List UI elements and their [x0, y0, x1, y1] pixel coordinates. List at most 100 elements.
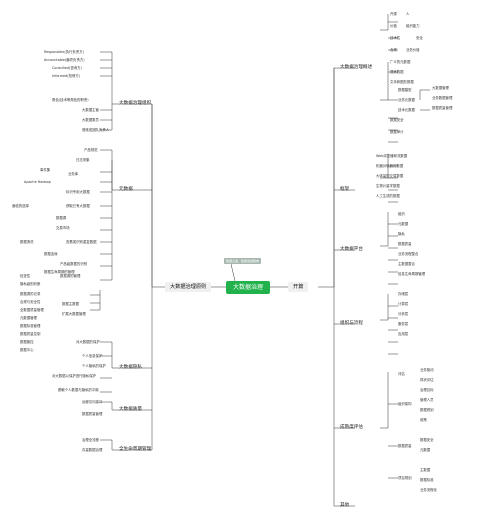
right-item[interactable]: 组织能力 [406, 24, 420, 28]
section-assets[interactable]: 组织与流程 [340, 321, 363, 326]
left-item[interactable]: 数据源的记录 [20, 292, 41, 296]
left-item[interactable]: 远程访问接口 [82, 400, 103, 404]
left-item[interactable]: 全数据质量管理 [20, 308, 44, 312]
section-lifecycle[interactable]: 全生命周期管理 [119, 447, 152, 452]
left-item[interactable]: 数据中心 [20, 348, 34, 352]
left-item[interactable]: 数据标准管理 [20, 324, 41, 328]
right-item[interactable]: 管理人员 [420, 398, 434, 402]
left-item[interactable]: 获取已有大数据 [66, 204, 90, 208]
branch-overview[interactable]: 开篇 [288, 282, 309, 292]
right-item[interactable]: 大体量的交易数据 [376, 174, 404, 178]
left-item[interactable]: 对大数据以保护进行隐私保护 [52, 374, 97, 378]
left-item[interactable]: 大数据主管 [82, 108, 99, 112]
section-review[interactable]: 成熟度评估 [340, 425, 363, 430]
right-item[interactable]: 隐私 [398, 232, 405, 236]
left-item[interactable]: 数据主数据 [62, 302, 79, 306]
right-item[interactable]: 数据审计 [390, 130, 404, 134]
right-item[interactable]: 技术性 [390, 36, 401, 40]
right-item[interactable]: 技术元数据 [398, 108, 415, 112]
right-item[interactable]: 开源 [390, 12, 397, 16]
right-item[interactable]: 合规 [390, 48, 397, 52]
right-item[interactable]: 大数据管理 [432, 86, 449, 90]
right-item[interactable]: 组织 [398, 212, 405, 216]
right-item[interactable]: 业务元数据 [398, 98, 415, 102]
left-item[interactable]: 角色(技术等角色的职责) [52, 98, 89, 102]
right-item[interactable]: 人工生成的数据 [376, 194, 400, 198]
left-item[interactable]: 治理全流程 [82, 438, 99, 442]
section-platform[interactable]: 大数据平台 [340, 247, 363, 252]
section-concepts[interactable]: 大数据治理概述 [340, 65, 373, 70]
left-item[interactable]: 个人信息保护 [82, 354, 103, 358]
right-item[interactable]: 主数据整合 [398, 262, 415, 266]
left-item[interactable]: 首席或团队负责人 [82, 128, 110, 132]
right-item[interactable]: 数据安全 [420, 438, 434, 442]
right-item[interactable]: 项目规划 [398, 476, 412, 480]
right-item[interactable]: 计算层 [398, 302, 409, 306]
branch-strategy[interactable]: 大数据治理原则 [165, 282, 212, 292]
right-item[interactable]: 主数据 [420, 468, 431, 472]
right-item[interactable]: 元数据 [398, 222, 409, 226]
right-item[interactable]: 服务层 [398, 322, 409, 326]
left-item[interactable]: 查看或识别重复数据 [66, 240, 97, 244]
right-item[interactable]: 数据质量管理 [432, 106, 453, 110]
central-topic[interactable]: 大数据治理 [226, 281, 270, 294]
section-sources[interactable]: 元数据 [119, 187, 133, 192]
left-item[interactable]: 数据源的管理 [60, 274, 81, 278]
left-item[interactable]: Apache Hadoop [24, 180, 51, 184]
right-item[interactable]: 信息生命周期管理 [398, 272, 426, 276]
left-item[interactable]: 数据源 [56, 216, 67, 220]
right-item[interactable]: 人 [406, 12, 410, 16]
right-item[interactable]: 分析层 [398, 312, 409, 316]
left-item[interactable]: 业务库 [68, 172, 79, 176]
right-item[interactable]: 元数据 [420, 448, 431, 452]
left-item[interactable]: 标识专用大数据 [66, 190, 90, 194]
right-item[interactable]: 业务数据管理 [432, 96, 453, 100]
right-item[interactable]: 提炼数据 [390, 70, 404, 74]
right-item[interactable]: 机器对机器的数据 [376, 164, 404, 168]
right-item[interactable]: 数据质量 [398, 444, 412, 448]
left-item[interactable]: Informed(知情方) [52, 74, 81, 78]
right-item[interactable]: Web浏览器和流数据 [376, 154, 408, 158]
left-item[interactable]: 存量数据治理 [82, 448, 103, 452]
left-item[interactable]: 数据生命周期的管理 [44, 270, 75, 274]
left-item[interactable]: 合规与安全性 [20, 300, 41, 304]
right-item[interactable]: 组织架构 [398, 402, 412, 406]
left-item[interactable]: 脱敏个人数据与隐私的平衡 [58, 388, 99, 392]
left-item[interactable]: 事件集 [40, 168, 51, 172]
left-item[interactable]: Consulted(咨询方) [52, 66, 82, 70]
section-privacy[interactable]: 大数据隐私 [119, 365, 142, 370]
right-item[interactable]: 价值 [390, 24, 397, 28]
right-item[interactable]: 文本和图形数据 [390, 80, 414, 84]
left-item[interactable]: 扩展大数据管理 [62, 312, 86, 316]
left-item[interactable]: 产品规范 [84, 148, 98, 152]
left-item[interactable]: 数据管控 [20, 340, 34, 344]
left-item[interactable]: 数据质量控制 [20, 332, 41, 336]
right-item[interactable]: 业务价值 [406, 48, 420, 52]
right-item[interactable]: 安全 [416, 36, 423, 40]
left-item[interactable]: 检查性 [20, 274, 31, 278]
right-item[interactable]: 应用层 [398, 332, 409, 336]
left-item[interactable]: 隐私级别判断 [20, 282, 41, 286]
right-item[interactable]: 评估 [398, 372, 405, 376]
left-item[interactable]: 个人隐私的保护 [82, 364, 106, 368]
right-item[interactable]: 业务流程化 [420, 488, 437, 492]
left-item[interactable]: 交易市场 [56, 226, 70, 230]
left-item[interactable]: 数据清洗 [20, 240, 34, 244]
left-item[interactable]: 产品级数据的识别 [60, 262, 88, 266]
left-item[interactable]: 对大数据的保护 [76, 340, 100, 344]
right-item[interactable]: 数据模型 [398, 88, 412, 92]
right-item[interactable]: 业务驱动 [420, 368, 434, 372]
section-org[interactable]: 大数据治理组织 [119, 101, 152, 106]
right-item[interactable]: 生物计量学数据 [376, 184, 400, 188]
left-item[interactable]: 大数据委员 [82, 118, 99, 122]
right-item[interactable]: 存储层 [398, 292, 409, 296]
right-item[interactable]: 业务流程整合 [398, 252, 419, 256]
left-item[interactable]: 元数据管理 [20, 316, 37, 320]
left-item[interactable]: 数据血缘 [44, 252, 58, 256]
left-item[interactable]: Accountable(最终负责方) [44, 58, 85, 62]
right-item[interactable]: 数据标准 [420, 478, 434, 482]
right-item[interactable]: 政策 [420, 418, 427, 422]
right-item[interactable]: 数据规划 [420, 408, 434, 412]
section-framework[interactable]: 框架 [340, 187, 350, 192]
left-item[interactable]: 日志采集 [76, 158, 90, 162]
